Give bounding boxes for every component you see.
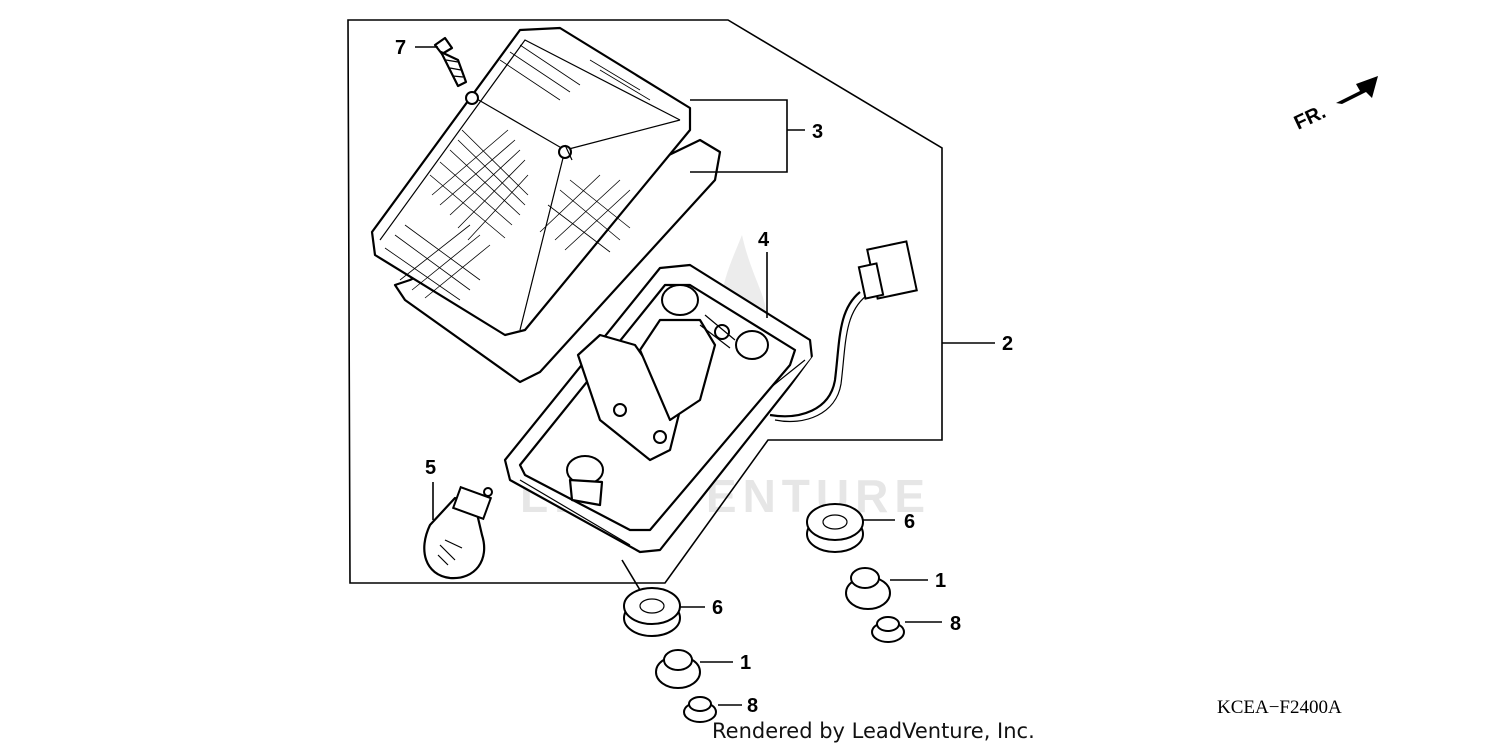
lens-hatching: [384, 44, 651, 301]
assembly-outline: [347, 19, 943, 584]
callout-8-upper: 8: [950, 613, 961, 635]
callout-6-upper: 6: [904, 511, 915, 533]
callout-6-lower: 6: [712, 597, 723, 619]
lens: [370, 26, 722, 384]
collar-upper: [845, 567, 891, 610]
leader-lines: [415, 46, 995, 706]
callout-7: 7: [395, 37, 406, 59]
diagram-code: KCEA−F2400A: [1217, 697, 1342, 718]
callout-2: 2: [1002, 333, 1013, 355]
bulb: [423, 485, 493, 580]
collar-lower: [655, 649, 701, 689]
callout-1-upper: 1: [935, 570, 946, 592]
nut-upper: [871, 616, 905, 643]
front-direction-indicator: FR.: [1291, 76, 1378, 135]
callout-4: 4: [758, 229, 770, 251]
front-direction-label: FR.: [1291, 101, 1329, 135]
screw: [433, 36, 468, 88]
grommet-lower: [623, 587, 681, 637]
callout-8-lower: 8: [747, 695, 758, 717]
grommet-upper: [806, 503, 864, 553]
callout-5: 5: [425, 457, 436, 479]
front-arrow-icon: [1336, 76, 1378, 104]
nut-lower: [683, 696, 717, 723]
callout-1-lower: 1: [740, 652, 751, 674]
wiring-connector: [769, 240, 918, 423]
callout-3: 3: [812, 121, 823, 143]
credit-text: Rendered by LeadVenture, Inc.: [712, 719, 1035, 743]
